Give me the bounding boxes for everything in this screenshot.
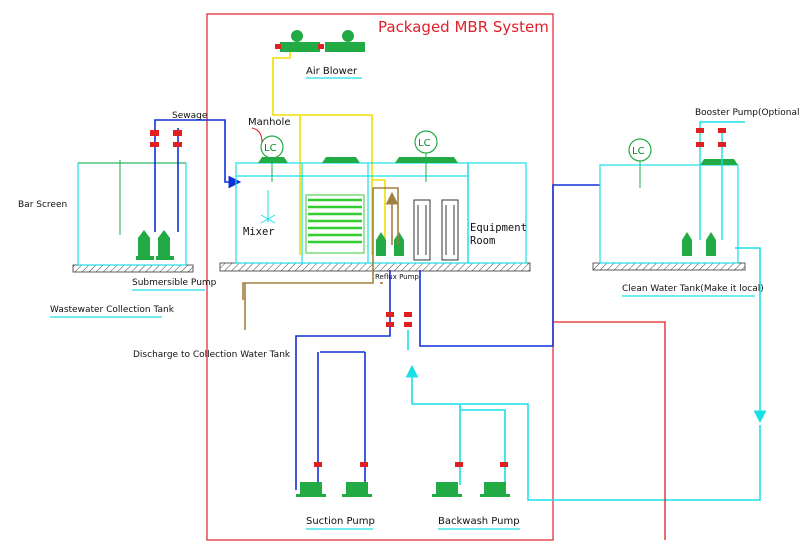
wastewater-tank-label: Wastewater Collection Tank: [50, 305, 175, 315]
booster-valves-icon: [696, 128, 726, 147]
discharge-label: Discharge to Collection Water Tank: [133, 350, 291, 360]
manhole-cover-icon: [258, 157, 458, 163]
air-blower-label: Air Blower: [306, 66, 358, 77]
air-blower-icon: [275, 30, 365, 52]
clean-water-tank: [599, 164, 739, 264]
lc-label-1: LC: [264, 143, 277, 154]
backwash-line: [405, 247, 767, 501]
booster-pump-icon: [682, 232, 716, 256]
equipment-room-tanks-icon: [413, 199, 459, 261]
clean-tank-cover-icon: [700, 159, 738, 165]
equipment-room-label-2: Room: [470, 235, 495, 247]
sludge-line: [242, 187, 399, 330]
ground-mbr: [219, 262, 531, 272]
ground-clean: [592, 262, 746, 271]
suction-pump-label: Suction Pump: [306, 516, 375, 527]
manifold-valves-icon: [386, 312, 412, 327]
wastewater-collection-tank: [77, 160, 187, 266]
manhole-label: Manhole: [248, 117, 290, 128]
equipment-room-label-1: Equipment: [470, 222, 527, 234]
mixer-label: Mixer: [243, 226, 275, 238]
reflux-pump-label: Reflux Pump: [375, 273, 419, 281]
submersible-pump-label: Submersible Pump: [132, 278, 217, 288]
sewage-label: Sewage: [172, 111, 208, 121]
bar-screen-label: Bar Screen: [18, 200, 67, 210]
sewage-line: [154, 119, 242, 232]
air-line: [272, 52, 386, 255]
system-title: Packaged MBR System: [378, 18, 549, 36]
level-controller-icon: [260, 130, 652, 188]
reflux-pump-icon: [376, 232, 404, 256]
lc-label-2: LC: [418, 138, 431, 149]
lc-label-3: LC: [632, 146, 645, 157]
suction-pump-icon: [296, 462, 372, 497]
backwash-pump-icon: [432, 462, 510, 497]
ground-wastewater: [72, 264, 194, 273]
outlet-line: [553, 321, 666, 540]
submersible-pump-icon: [136, 230, 174, 260]
clean-water-tank-label: Clean Water Tank(Make it local): [622, 284, 764, 294]
sewage-valves-icon: [150, 130, 182, 147]
membrane-module-icon: [305, 194, 365, 254]
mixer-icon: [260, 190, 276, 224]
suction-line: [295, 184, 600, 490]
booster-pump-label: Booster Pump(Optional): [695, 108, 800, 118]
backwash-pump-label: Backwash Pump: [438, 516, 520, 527]
